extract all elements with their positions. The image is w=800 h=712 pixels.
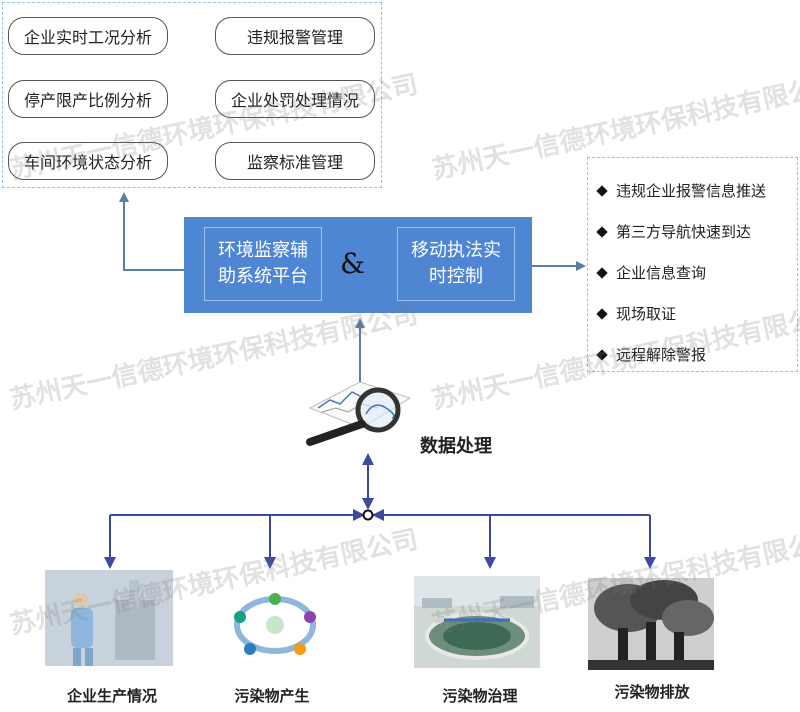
arrow-to-analysis bbox=[119, 192, 184, 271]
data-processing-label: 数据处理 bbox=[420, 436, 492, 457]
functions-list: 违规企业报警信息推送 第三方导航快速到达 企业信息查询 现场取证 远程解除警报 bbox=[596, 170, 766, 375]
list-item: 企业信息查询 bbox=[596, 252, 766, 293]
list-item: 违规企业报警信息推送 bbox=[596, 170, 766, 211]
pollutant-treatment-photo bbox=[414, 576, 540, 668]
analysis-frame bbox=[2, 2, 382, 188]
caption-generation: 污染物产生 bbox=[234, 687, 310, 705]
caption-emission: 污染物排放 bbox=[614, 683, 690, 701]
ampersand: & bbox=[340, 247, 365, 280]
production-photo bbox=[45, 570, 173, 666]
magnifier-icon bbox=[306, 381, 412, 446]
mobile-enforcement-label: 移动执法实时控制 bbox=[411, 240, 501, 287]
item-inspection-standard: 监察标准管理 bbox=[215, 142, 375, 180]
functions-frame bbox=[587, 157, 798, 372]
item-workshop-env: 车间环境状态分析 bbox=[8, 142, 168, 180]
hub-node bbox=[362, 509, 374, 521]
item-violation-alarm: 违规报警管理 bbox=[215, 17, 375, 55]
monitoring-platform-label: 环境监察辅助系统平台 bbox=[218, 240, 308, 287]
pollutant-generation-diagram bbox=[220, 585, 330, 665]
list-item: 现场取证 bbox=[596, 293, 766, 334]
item-realtime-analysis: 企业实时工况分析 bbox=[8, 17, 168, 55]
item-penalty-status: 企业处罚处理情况 bbox=[215, 80, 375, 118]
caption-production: 企业生产情况 bbox=[66, 687, 157, 705]
platform-panel bbox=[184, 217, 532, 313]
list-item: 第三方导航快速到达 bbox=[596, 211, 766, 252]
pollutant-emission-photo bbox=[588, 578, 714, 670]
item-shutdown-ratio: 停产限产比例分析 bbox=[8, 80, 168, 118]
caption-treatment: 污染物治理 bbox=[442, 687, 518, 705]
mobile-enforcement-box: 移动执法实时控制 bbox=[397, 227, 515, 301]
monitoring-platform-box: 环境监察辅助系统平台 bbox=[204, 227, 322, 301]
list-item: 远程解除警报 bbox=[596, 334, 766, 375]
